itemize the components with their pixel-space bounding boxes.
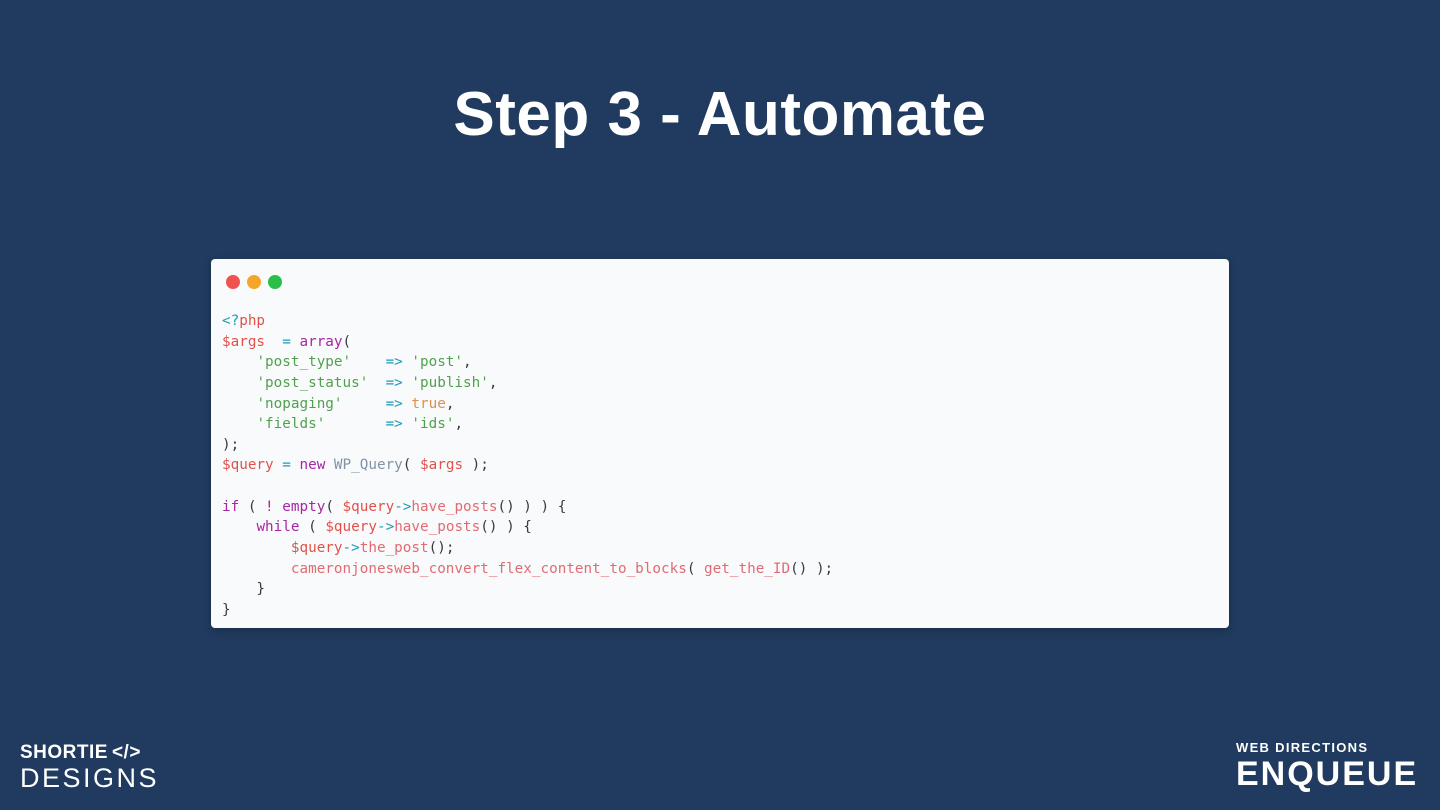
zoom-window-dot[interactable]	[268, 275, 282, 289]
shortie-wordmark: SHORTIE	[20, 742, 108, 763]
web-directions-enqueue-logo: WEB DIRECTIONS ENQUEUE	[1236, 741, 1418, 791]
code-block: <?php$args = array( 'post_type' => 'post…	[222, 313, 834, 618]
minimize-window-dot[interactable]	[247, 275, 261, 289]
web-directions-wordmark: WEB DIRECTIONS	[1236, 740, 1369, 755]
code-brackets-icon: </>	[111, 742, 141, 763]
window-controls	[226, 275, 282, 289]
designs-wordmark: DESIGNS	[20, 763, 160, 793]
slide-title: Step 3 - Automate	[453, 80, 987, 149]
code-editor-window: <?php$args = array( 'post_type' => 'post…	[211, 259, 1229, 628]
enqueue-wordmark: ENQUEUE	[1236, 755, 1419, 793]
close-window-dot[interactable]	[226, 275, 240, 289]
shortie-designs-logo: SHORTIE </> DESIGNS	[20, 743, 159, 792]
